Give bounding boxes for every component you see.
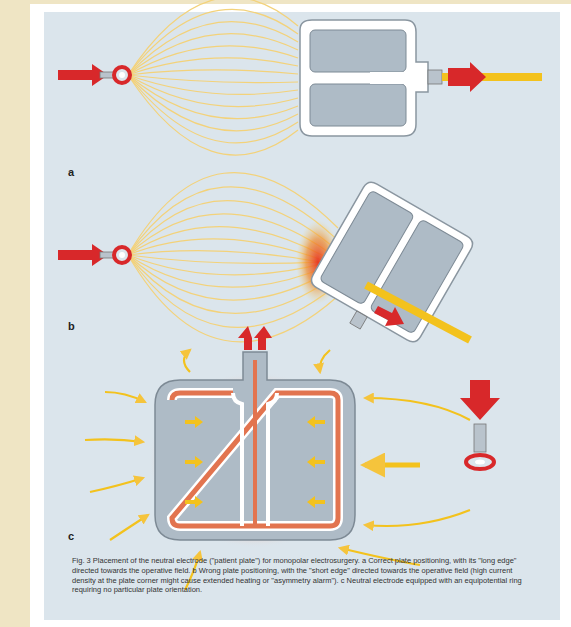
- panel-letter: b: [68, 320, 75, 332]
- neutral-plate-b: [301, 179, 475, 357]
- panel-letter: c: [68, 530, 74, 542]
- neutral-plate-c: [155, 326, 355, 540]
- active-electrode-c: [460, 380, 500, 469]
- figure-caption: Fig. 3 Placement of the neutral electrod…: [72, 556, 534, 595]
- panel-letter: a: [68, 166, 74, 178]
- active-electrode-a: [58, 64, 130, 86]
- neutral-plate-a: [300, 20, 542, 136]
- inner-arrows: [185, 416, 325, 508]
- cable-b: [360, 285, 470, 340]
- active-electrode-b: [58, 244, 130, 266]
- outer-arrows: [85, 350, 470, 590]
